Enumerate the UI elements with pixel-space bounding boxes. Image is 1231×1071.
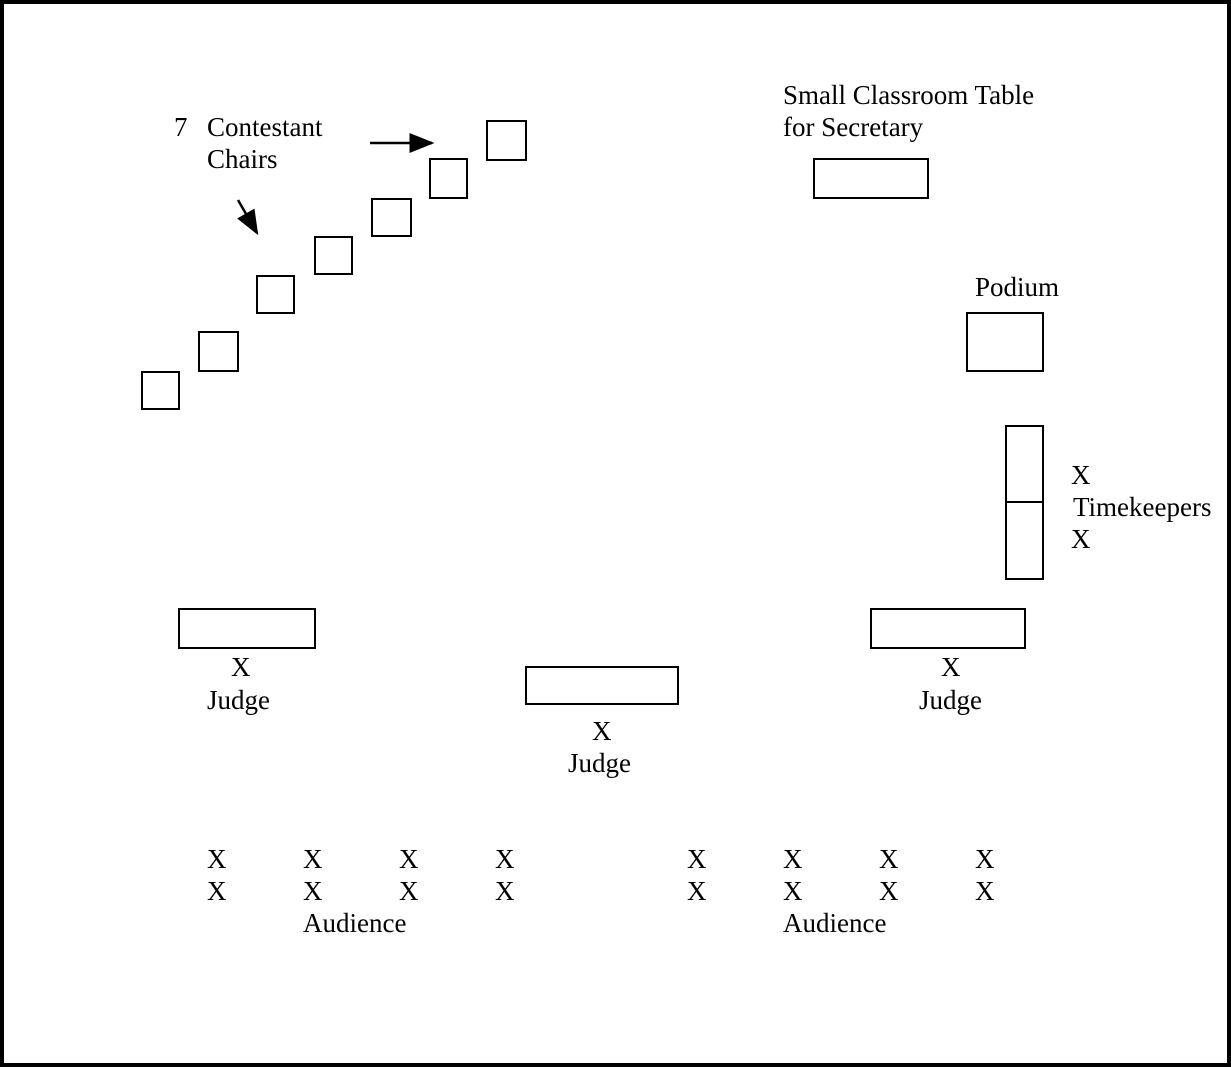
podium	[966, 312, 1044, 372]
audience-label-left: Audience	[303, 908, 407, 938]
audience-seat: X	[975, 844, 995, 874]
audience-seat: X	[207, 876, 227, 906]
pointer-arrows	[236, 133, 435, 236]
arrow-down	[236, 199, 259, 236]
judge-table-center	[525, 666, 679, 705]
podium-label: Podium	[975, 272, 1060, 302]
audience-seat: X	[879, 876, 899, 906]
secretary-label-line2: for Secretary	[783, 112, 924, 142]
timekeeper-table	[1005, 425, 1044, 504]
audience-seat: X	[879, 844, 899, 874]
contestant-chair	[486, 120, 527, 161]
audience-seat: X	[303, 876, 323, 906]
timekeeper-mark: X	[1071, 524, 1091, 554]
audience-seat: X	[687, 876, 707, 906]
audience-seat: X	[399, 844, 419, 874]
audience-seat: X	[495, 876, 515, 906]
audience-seat: X	[975, 876, 995, 906]
judge-table-right	[870, 608, 1026, 649]
audience-seat: X	[207, 844, 227, 874]
audience-seat: X	[783, 844, 803, 874]
judge-table-left	[178, 608, 316, 649]
contestant-chair	[256, 275, 295, 314]
contestant-chair	[371, 198, 412, 237]
contestant-chair	[198, 331, 239, 372]
secretary-table	[813, 158, 929, 199]
contestant-chair	[141, 371, 180, 410]
timekeeper-mark: X	[1071, 460, 1091, 490]
contestant-chairs-label-line2: Chairs	[207, 144, 278, 174]
judge-mark-left: X	[231, 652, 251, 682]
timekeeper-table	[1005, 501, 1044, 580]
audience-seat: X	[495, 844, 515, 874]
contestant-chair	[429, 158, 468, 199]
audience-seat: X	[783, 876, 803, 906]
audience-seat: X	[399, 876, 419, 906]
audience-label-right: Audience	[783, 908, 887, 938]
judge-label-left: Judge	[207, 685, 270, 715]
secretary-label-line1: Small Classroom Table	[783, 80, 1035, 110]
contestant-chair	[314, 236, 353, 275]
judge-label-center: Judge	[568, 748, 631, 778]
judge-mark-right: X	[941, 652, 961, 682]
timekeepers-label: Timekeepers	[1073, 492, 1212, 522]
judge-mark-center: X	[592, 716, 612, 746]
judge-label-right: Judge	[919, 685, 982, 715]
contestant-chairs-label-line1: Contestant	[207, 112, 323, 142]
audience-seat: X	[303, 844, 323, 874]
contestant-chairs-count: 7	[174, 112, 188, 142]
audience-seat: X	[687, 844, 707, 874]
